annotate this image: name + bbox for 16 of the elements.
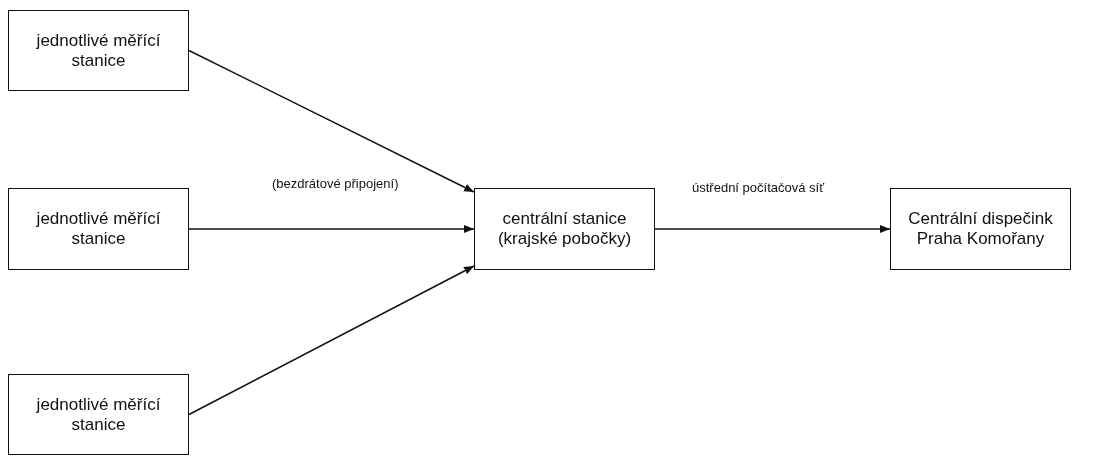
box-text: Centrální dispečink Praha Komořany	[907, 209, 1054, 249]
box-text: jednotlivé měřící stanice	[35, 209, 162, 249]
process-box	[890, 188, 1071, 270]
process-box	[8, 188, 189, 270]
arrow	[654, 225, 891, 233]
box-text: centrální stanice (krajské pobočky)	[496, 209, 633, 249]
process-box	[8, 374, 189, 455]
process-box	[474, 188, 655, 270]
arrow	[188, 49, 475, 193]
box-text: jednotlivé měřící stanice	[35, 30, 162, 71]
arrow	[188, 265, 475, 416]
arrow	[188, 225, 475, 233]
process-box	[8, 10, 189, 91]
edge-label: ústřední počítačová síť	[690, 180, 827, 195]
box-text: jednotlivé měřící stanice	[35, 394, 162, 435]
edge-label: (bezdrátové připojení)	[270, 176, 401, 191]
